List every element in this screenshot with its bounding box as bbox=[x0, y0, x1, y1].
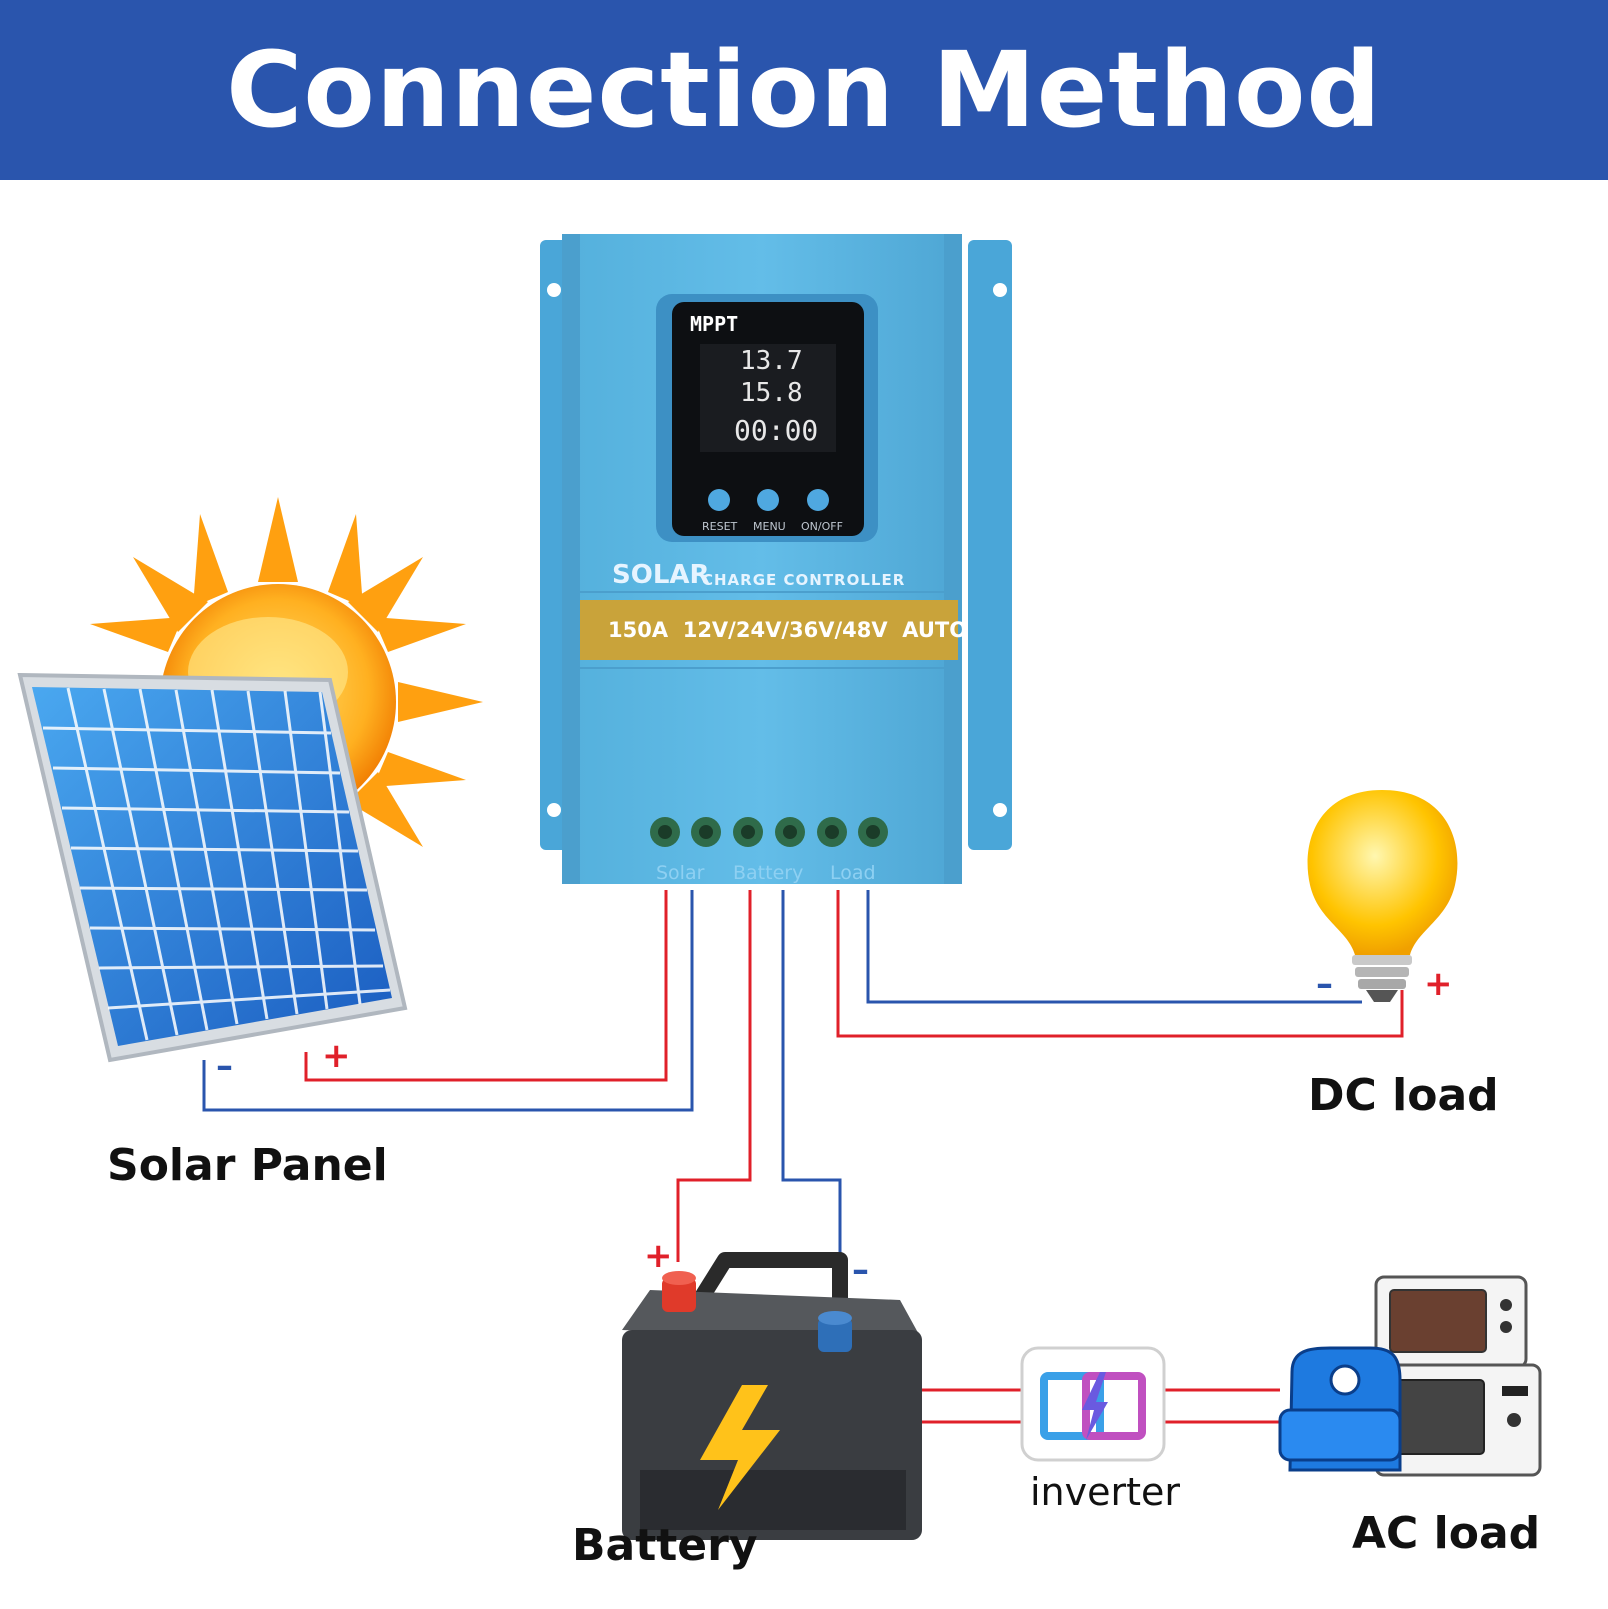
battery-label: Battery bbox=[572, 1520, 758, 1571]
onoff-button-label: ON/OFF bbox=[801, 520, 843, 533]
dc-load-label: DC load bbox=[1308, 1070, 1499, 1121]
rating-text: 150A 12V/24V/36V/48V AUTO bbox=[608, 618, 968, 642]
inverter-icon bbox=[1020, 1346, 1166, 1462]
solar-panel-icon bbox=[17, 672, 408, 1063]
load-time-readout: 00:00 bbox=[734, 414, 819, 447]
solar-voltage-readout: 15.8 bbox=[740, 378, 803, 408]
brand-main: SOLAR bbox=[612, 560, 710, 590]
reset-button-label: RESET bbox=[702, 520, 738, 533]
toaster-oven-icon bbox=[1374, 1275, 1528, 1369]
terminal-label-load: Load bbox=[830, 862, 876, 884]
inverter-label: inverter bbox=[1030, 1470, 1181, 1514]
lcd-brand: MPPT bbox=[690, 312, 739, 336]
rating-strip bbox=[580, 600, 958, 660]
load-positive-wire bbox=[836, 890, 1404, 1038]
battery-positive-wire bbox=[676, 890, 752, 1262]
air-fryer-icon bbox=[1278, 1346, 1402, 1472]
lcd-screen bbox=[700, 344, 836, 452]
ac-load-label: AC load bbox=[1352, 1508, 1541, 1559]
charge-controller bbox=[540, 234, 1012, 884]
battery-plus-sign: + bbox=[644, 1236, 673, 1276]
brand-sub: CHARGE CONTROLLER bbox=[702, 571, 906, 589]
page-title: Connection Method bbox=[226, 29, 1382, 151]
title-banner: Connection Method bbox=[0, 0, 1608, 180]
dc-load-minus-sign: – bbox=[1316, 964, 1333, 1004]
solar-positive-wire bbox=[304, 890, 668, 1082]
menu-button bbox=[757, 489, 779, 511]
onoff-button bbox=[807, 489, 829, 511]
solar-minus-sign: – bbox=[216, 1046, 233, 1086]
battery-minus-sign: – bbox=[852, 1250, 869, 1290]
solar-panel-label: Solar Panel bbox=[107, 1140, 388, 1191]
dc-load-plus-sign: + bbox=[1424, 964, 1453, 1004]
menu-button-label: MENU bbox=[753, 520, 786, 533]
load-negative-wire bbox=[866, 890, 1362, 1004]
battery-voltage-readout: 13.7 bbox=[740, 346, 803, 376]
terminal-label-battery: Battery bbox=[733, 862, 804, 884]
reset-button bbox=[708, 489, 730, 511]
wires bbox=[202, 890, 1404, 1424]
terminals bbox=[650, 817, 888, 847]
mount-flange-right bbox=[968, 240, 1012, 850]
battery-negative-wire bbox=[781, 890, 842, 1300]
solar-negative-wire bbox=[202, 890, 694, 1112]
light-bulb-icon bbox=[1307, 790, 1458, 1002]
terminal-label-solar: Solar bbox=[656, 862, 705, 884]
battery-icon bbox=[622, 1252, 922, 1540]
solar-plus-sign: + bbox=[322, 1036, 351, 1076]
